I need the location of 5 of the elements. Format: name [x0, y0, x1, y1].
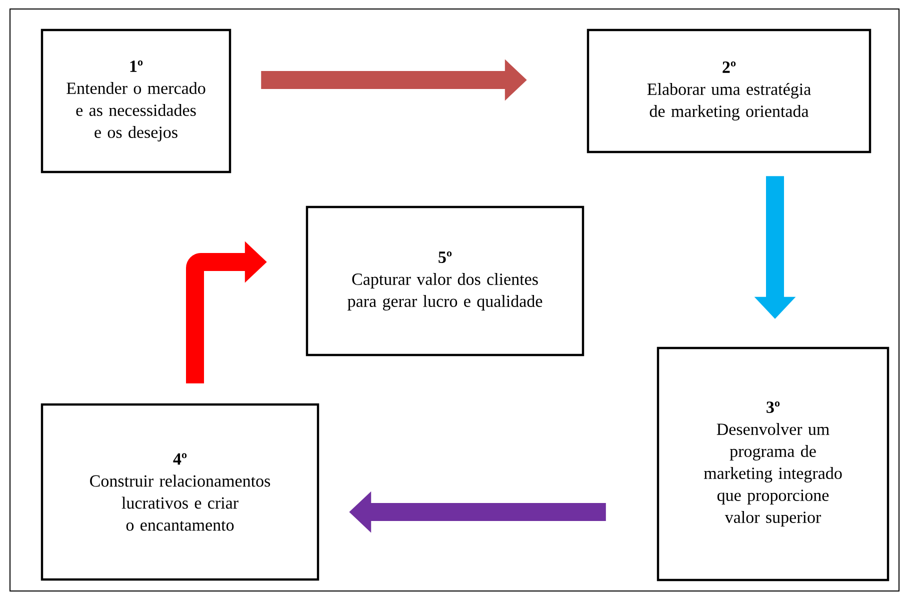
step-box: 3º Desenvolver um programa de marketing integrado que proporcione valor superior: [656, 346, 890, 582]
step-box: 4º Construir relacionamentos lucrativos e criar o encantamento: [40, 403, 320, 581]
step-box: 5º Capturar valor dos clientes para gerar lucro e qualidade: [306, 206, 584, 356]
step-box: 1º Entender o mercado e as necessidades e os desejos: [40, 28, 232, 174]
step-box: 2º Elaborar uma estratégia de marketing orientada: [586, 28, 872, 154]
